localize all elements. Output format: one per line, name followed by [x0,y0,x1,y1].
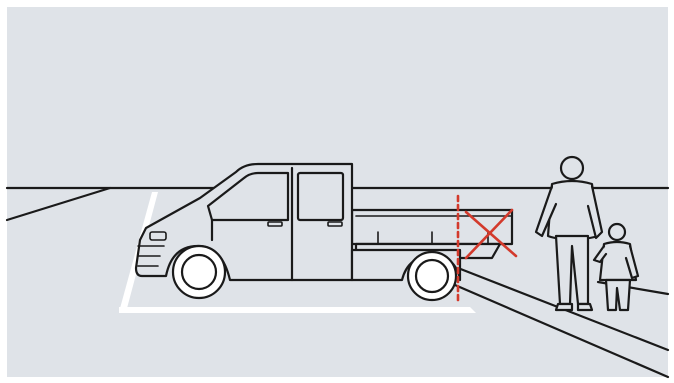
illustration-scene [0,0,674,383]
